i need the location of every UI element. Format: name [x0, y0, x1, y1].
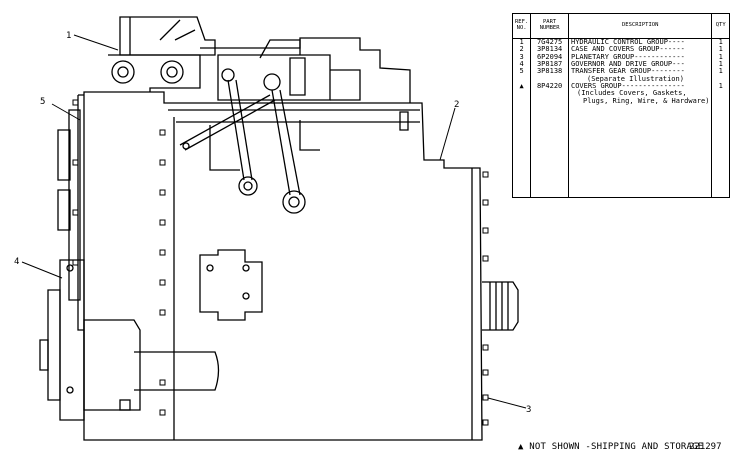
description-note: (Includes Covers, Gaskets,	[577, 89, 687, 98]
transmission-case	[57, 91, 519, 441]
ref-cell: 1	[511, 38, 532, 47]
description-cell: HYDRAULIC CONTROL GROUP----	[567, 38, 713, 47]
description-note: Plugs, Ring, Wire, & Hardware)	[583, 96, 710, 105]
description-note: (Separate Illustration)	[587, 74, 684, 83]
governor-drive-group	[39, 259, 220, 421]
table-row: 1 7G4275 HYDRAULIC CONTROL GROUP---- 1	[511, 38, 730, 47]
description-text: GOVERNOR AND DRIVE GROUP---	[571, 60, 685, 69]
table-row: 5 3P8138 TRANSFER GEAR GROUP-------- (Se…	[511, 67, 730, 84]
qty-cell: 1	[711, 60, 730, 69]
qty-cell: 1	[711, 53, 730, 62]
shipping-storage-note: ▲ NOT SHOWN -SHIPPING AND STORAGE	[518, 442, 704, 452]
table-row: 4 3P8187 GOVERNOR AND DRIVE GROUP--- 1	[511, 60, 730, 69]
table-row: ▲ 8P4220 COVERS GROUP--------------- (In…	[511, 82, 730, 106]
table-row: 2 3P8134 CASE AND COVERS GROUP------ 1	[511, 45, 730, 54]
description-header: DESCRIPTION	[567, 13, 713, 39]
qty-header: QTY	[711, 13, 730, 39]
description-text: HYDRAULIC CONTROL GROUP----	[571, 38, 685, 46]
part-number-header: PART NUMBER	[530, 13, 569, 39]
table-spacer-row	[511, 105, 730, 198]
qty-cell: 1	[711, 38, 730, 47]
part-number-cell: 8P4220	[530, 82, 569, 106]
center-plate	[199, 249, 263, 321]
callout-leaders	[21, 34, 527, 409]
description-cell: GOVERNOR AND DRIVE GROUP---	[567, 60, 713, 69]
callout-1: 1	[66, 31, 71, 41]
ref-cell: 3	[511, 53, 532, 62]
description-cell: COVERS GROUP--------------- (Includes Co…	[567, 82, 713, 106]
callout-2: 2	[454, 100, 459, 110]
linkage-arms	[179, 79, 409, 214]
description-cell: TRANSFER GEAR GROUP-------- (Separate Il…	[567, 67, 713, 84]
callout-5: 5	[40, 97, 45, 107]
description-cell: PLANETARY GROUP------------	[567, 52, 713, 62]
figure-number: 221297	[689, 442, 722, 452]
qty-cell: 1	[711, 45, 730, 54]
qty-cell: 1	[711, 82, 730, 106]
description-cell: CASE AND COVERS GROUP------	[567, 45, 713, 54]
callout-4: 4	[14, 257, 19, 267]
ref-cell: 4	[511, 60, 532, 69]
ref-cell: 5	[511, 68, 532, 84]
ref-no-header: REF. NO.	[511, 13, 532, 39]
description-text: CASE AND COVERS GROUP------	[571, 45, 685, 54]
description-text: COVERS GROUP---------------	[571, 82, 685, 91]
description-text: PLANETARY GROUP------------	[571, 52, 685, 61]
hydraulic-control-group	[108, 16, 411, 103]
part-number-cell: 3P8138	[530, 68, 569, 84]
qty-cell: 1	[711, 68, 730, 84]
ref-cell: ▲	[511, 82, 532, 106]
callout-3: 3	[526, 405, 531, 415]
ref-cell: 2	[511, 45, 532, 54]
table-row: 3 6P2094 PLANETARY GROUP------------ 1	[511, 52, 730, 62]
description-text: TRANSFER GEAR GROUP--------	[571, 67, 685, 76]
parts-table: REF. NO. PART NUMBER DESCRIPTION QTY 1 7…	[511, 13, 730, 198]
parts-table-header: REF. NO. PART NUMBER DESCRIPTION QTY	[511, 13, 730, 39]
